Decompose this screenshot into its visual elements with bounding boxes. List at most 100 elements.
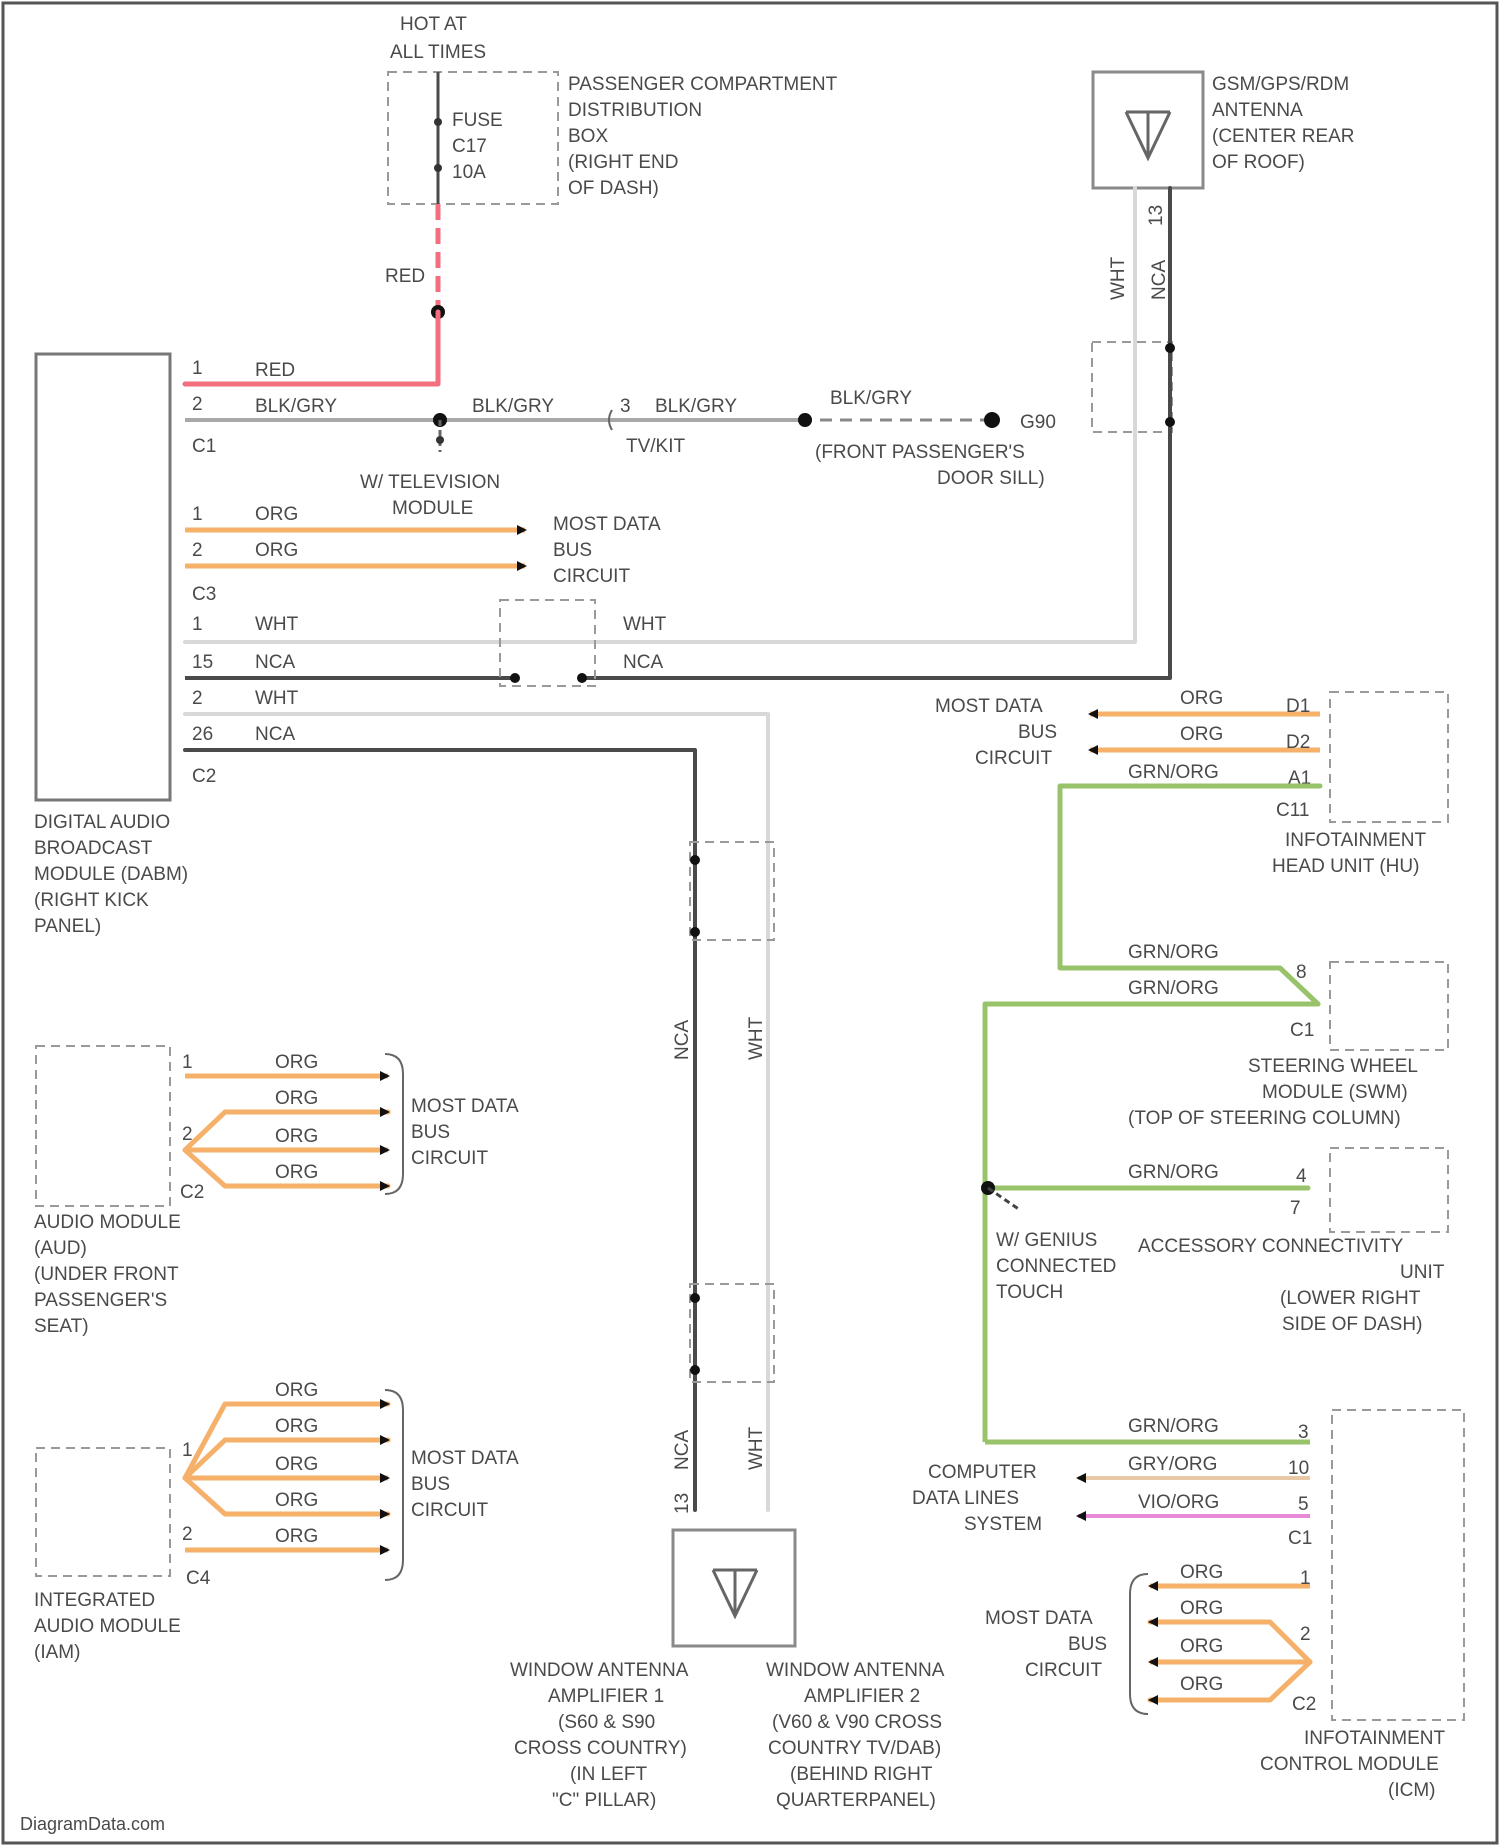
pin-label: 1: [182, 1052, 193, 1073]
wire-label-org: ORG: [255, 540, 298, 561]
iam-box: [36, 1448, 170, 1576]
wire-label-org: ORG: [1180, 1636, 1223, 1657]
acc-label-4: SIDE OF DASH): [1282, 1314, 1422, 1335]
pin-label: 2: [1300, 1624, 1311, 1645]
pin-label: 2: [192, 688, 203, 709]
wire-label-wht: WHT: [1108, 256, 1129, 300]
pin-label: 1: [1300, 1568, 1311, 1589]
wire-label-grn-org: GRN/ORG: [1128, 762, 1219, 783]
icm-label-3: (ICM): [1388, 1780, 1435, 1801]
pin-label: D2: [1286, 732, 1310, 753]
wire-label-nca: NCA: [1149, 260, 1170, 300]
switch-mark: [988, 1188, 1020, 1210]
splice-dot-icon: [1165, 343, 1175, 353]
wire-label-wht: WHT: [623, 614, 667, 635]
win1-label-3: (S60 & S90: [558, 1712, 655, 1733]
pin-label: 2: [182, 1524, 193, 1545]
head-unit-label-1: INFOTAINMENT: [1285, 830, 1426, 851]
acc-label-2: UNIT: [1400, 1262, 1445, 1283]
wire-label-org: ORG: [275, 1454, 318, 1475]
head-unit-box: [1330, 692, 1448, 822]
iam-label-2: AUDIO MODULE: [34, 1616, 181, 1637]
wire-label-grn-org: GRN/ORG: [1128, 942, 1219, 963]
w-genius-3: TOUCH: [996, 1282, 1063, 1303]
wire-label-org: ORG: [1180, 1598, 1223, 1619]
icm-label-1: INFOTAINMENT: [1304, 1728, 1445, 1749]
fuse-label-3: 10A: [452, 162, 486, 183]
pin-label: 4: [1296, 1166, 1307, 1187]
connector-c2: C2: [180, 1182, 204, 1203]
wire-label-blk-gry: BLK/GRY: [830, 388, 912, 409]
coax-shield-box: [690, 842, 774, 940]
steering-label-2: MODULE (SWM): [1262, 1082, 1408, 1103]
win2-label-1: WINDOW ANTENNA: [766, 1660, 945, 1681]
acc-unit-box: [1330, 1148, 1448, 1232]
watermark: DiagramData.com: [20, 1814, 165, 1834]
audio-module-label-4: PASSENGER'S: [34, 1290, 167, 1311]
connector-c2: C2: [192, 766, 216, 787]
pin-label: 3: [620, 396, 631, 417]
pin-label: 1: [192, 358, 203, 379]
win1-label-4: CROSS COUNTRY): [514, 1738, 687, 1759]
splice-dot-icon: [434, 118, 442, 126]
pin-label: 13: [672, 1493, 693, 1514]
roof-antenna-label-4: OF ROOF): [1212, 152, 1305, 173]
wire-label-org: ORG: [275, 1526, 318, 1547]
wire-label-nca: NCA: [672, 1430, 693, 1470]
wire-label-blk-gry: BLK/GRY: [472, 396, 554, 417]
win1-label-1: WINDOW ANTENNA: [510, 1660, 689, 1681]
pin-label: 7: [1290, 1198, 1301, 1219]
splice-dot-icon: [1165, 417, 1175, 427]
most-bus-label-1: MOST DATA: [553, 514, 661, 535]
win2-label-4: COUNTRY TV/DAB): [768, 1738, 941, 1759]
antenna-icon: [1126, 112, 1170, 158]
fuse-label-2: C17: [452, 136, 487, 157]
dab-label-1: DIGITAL AUDIO: [34, 812, 170, 833]
iam-label-1: INTEGRATED: [34, 1590, 155, 1611]
wire-label-org: ORG: [275, 1088, 318, 1109]
pin-label: 1: [182, 1440, 193, 1461]
audio-module-label-5: SEAT): [34, 1316, 89, 1337]
ground-location-2: DOOR SILL): [937, 468, 1045, 489]
dab-label-4: (RIGHT KICK: [34, 890, 149, 911]
pin-label: 3: [1298, 1422, 1309, 1443]
wire-label-org: ORG: [1180, 724, 1223, 745]
most-bus-label-1: MOST DATA: [411, 1448, 519, 1469]
win2-label-2: AMPLIFIER 2: [804, 1686, 920, 1707]
connector-c4: C4: [186, 1568, 211, 1589]
audio-module-box: [36, 1046, 170, 1206]
w-genius-2: CONNECTED: [996, 1256, 1116, 1277]
wire-label-nca: NCA: [672, 1020, 693, 1060]
steering-label-1: STEERING WHEEL: [1248, 1056, 1418, 1077]
pin-label: 15: [192, 652, 213, 673]
wire-label-org: ORG: [275, 1162, 318, 1183]
icm-box: [1332, 1410, 1464, 1720]
wire-label-blk-gry: BLK/GRY: [255, 396, 337, 417]
win2-label-3: (V60 & V90 CROSS: [772, 1712, 942, 1733]
pdc-label-5: OF DASH): [568, 178, 659, 199]
wire-label-org: ORG: [275, 1416, 318, 1437]
wire-label-nca: NCA: [255, 724, 295, 745]
wire-label-org: ORG: [275, 1052, 318, 1073]
computer-label-1: COMPUTER: [928, 1462, 1037, 1483]
dab-label-5: PANEL): [34, 916, 101, 937]
most-bus-label-3: CIRCUIT: [411, 1148, 488, 1169]
pin-label: D1: [1286, 696, 1310, 717]
pin-label: 1: [192, 504, 203, 525]
audio-module-label-2: (AUD): [34, 1238, 87, 1259]
steering-module-box: [1330, 962, 1448, 1050]
wire-label-grn-org: GRN/ORG: [1128, 1416, 1219, 1437]
computer-label-3: SYSTEM: [964, 1514, 1042, 1535]
pdc-label-3: BOX: [568, 126, 608, 147]
wire-label-blk-gry: BLK/GRY: [655, 396, 737, 417]
w-genius-1: W/ GENIUS: [996, 1230, 1097, 1251]
wire-label-grn-org: GRN/ORG: [1128, 1162, 1219, 1183]
pin-label: 2: [192, 394, 203, 415]
pin-label: 5: [1298, 1494, 1309, 1515]
pin-label: 26: [192, 724, 213, 745]
antenna-icon: [713, 1570, 757, 1616]
wire-org: [1150, 1622, 1310, 1662]
splice-dot-icon: [690, 1365, 700, 1375]
splice-dot-icon: [436, 436, 444, 444]
